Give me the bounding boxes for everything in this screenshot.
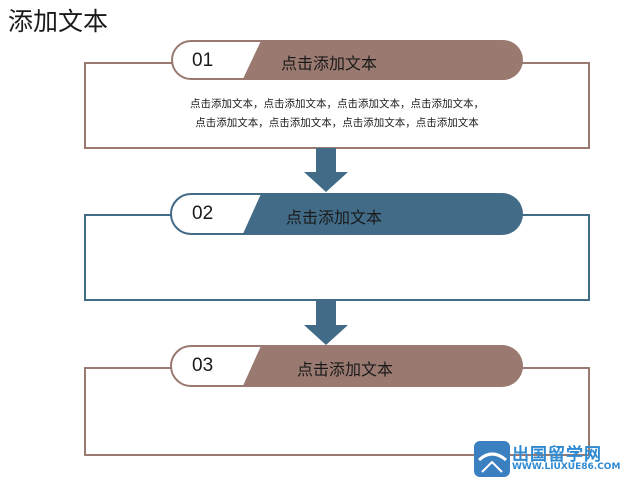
- step-3-number: 03: [192, 355, 214, 376]
- step-2-pill-white: [170, 193, 264, 235]
- step-1-pill-color: [244, 40, 523, 80]
- watermark: 出国留学网 WWW.LIUXUE86.COM: [472, 440, 632, 480]
- step-3-title: 点击添加文本: [297, 360, 394, 379]
- step-2-pill-color: [244, 193, 523, 235]
- step-1-title: 点击添加文本: [281, 54, 378, 73]
- step-3-pill-white: [170, 345, 264, 387]
- page-title: 添加文本: [8, 7, 109, 36]
- step-1-number: 01: [192, 50, 214, 71]
- arrow-down-1: [304, 148, 348, 192]
- step-1-body: 点击添加文本，点击添加文本，点击添加文本，点击添加文本， 点击添加文本，点击添加…: [85, 95, 589, 133]
- step-1-body-line: 点击添加文本，点击添加文本，点击添加文本，点击添加文本: [195, 117, 479, 129]
- step-2-number: 02: [192, 203, 214, 224]
- step-3-pill-color: [244, 345, 523, 387]
- step-1-pill-white: [171, 40, 264, 80]
- arrow-down-2: [304, 300, 348, 345]
- watermark-name: 出国留学网: [512, 445, 602, 465]
- step-1-body-line: 点击添加文本，点击添加文本，点击添加文本，点击添加文本，: [190, 98, 484, 110]
- watermark-logo-icon: [474, 441, 510, 477]
- step-2-title: 点击添加文本: [286, 208, 383, 227]
- watermark-url: WWW.LIUXUE86.COM: [512, 462, 621, 472]
